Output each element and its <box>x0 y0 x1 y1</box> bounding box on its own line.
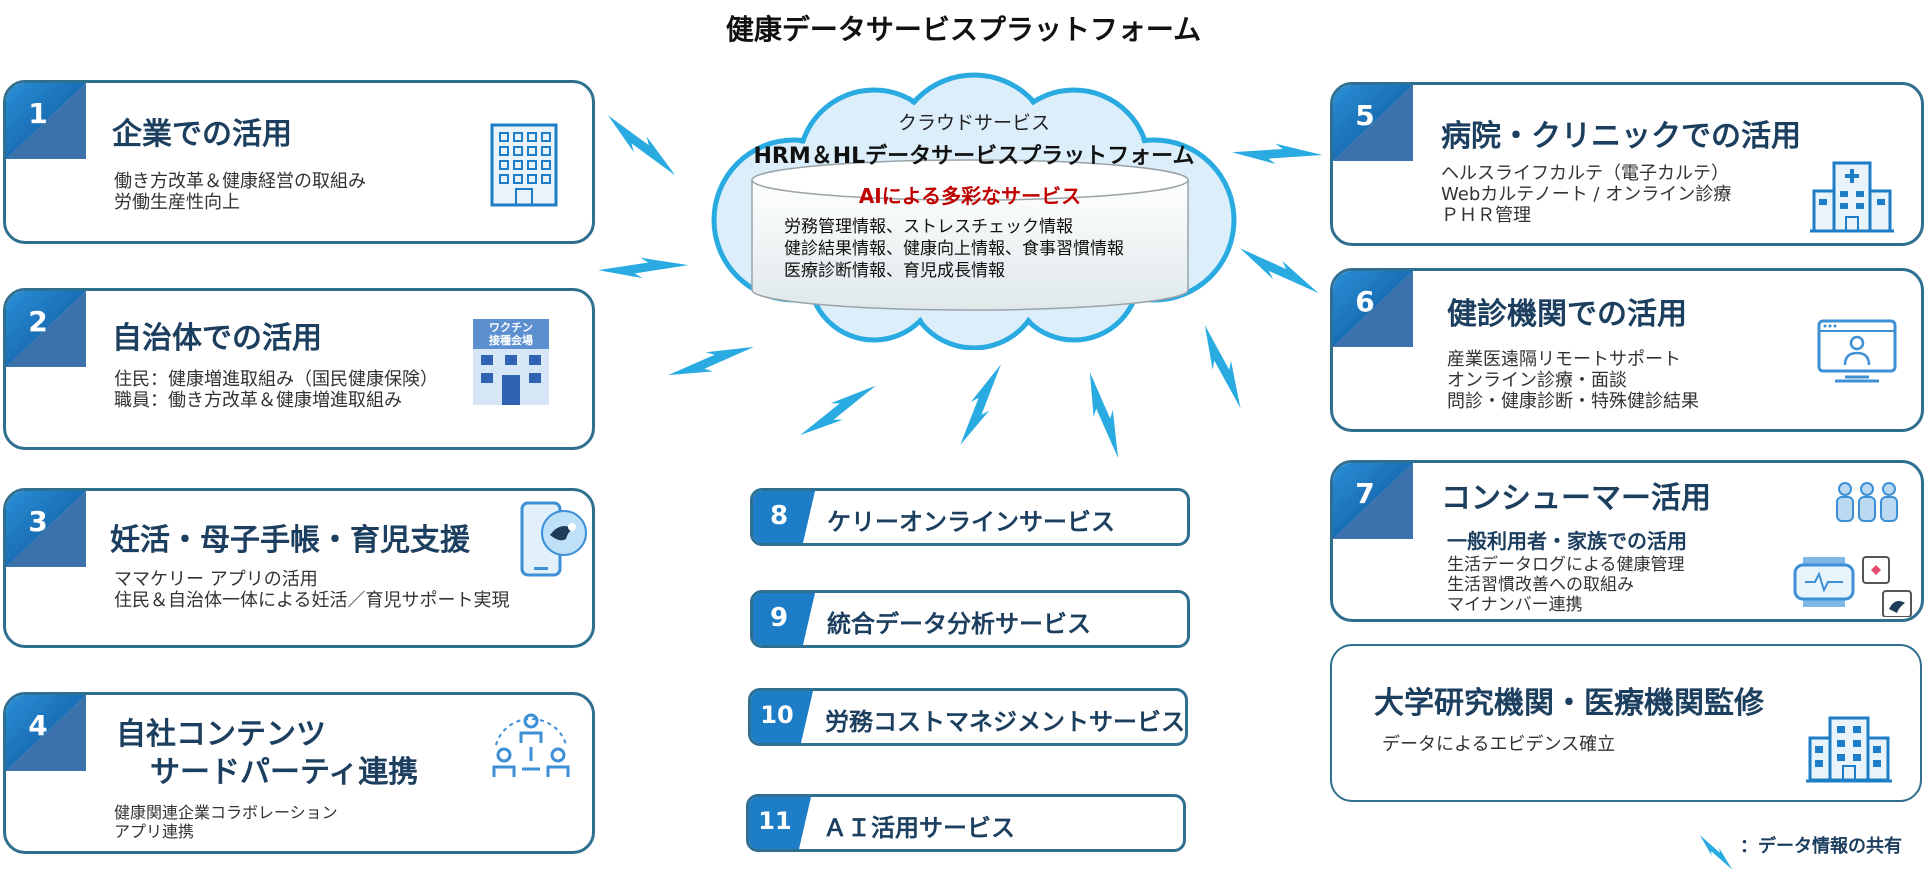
online-doctor-icon <box>1817 319 1897 383</box>
venue-sign-line: ワクチン <box>489 321 533 334</box>
lightning-bolt-icon <box>596 115 687 176</box>
card-title: サードパーティ連携 <box>150 755 419 790</box>
legend-label: ：データ情報の共有 <box>1740 836 1902 857</box>
service-number: 9 <box>769 603 789 633</box>
number-badge: 5 <box>1333 85 1413 161</box>
use-case-card-2: 2 自治体での活用 住民：健康増進取組み（国民健康保険）職員：働き方改革＆健康増… <box>3 288 595 450</box>
lightning-bolt-icon <box>960 361 1001 448</box>
lightning-bolt-icon <box>1064 372 1144 459</box>
card-title: コンシューマー活用 <box>1441 481 1711 516</box>
cloud-label: クラウドサービス <box>897 112 1050 134</box>
lightning-bolt-icon <box>598 234 689 301</box>
cloud-platform: クラウドサービス HRM＆HLデータサービスプラットフォーム AIによる多彩なサ… <box>674 70 1274 351</box>
use-case-card-6: 6 健診機関での活用 産業医遠隔リモートサポートオンライン診療・面談問診・健康診… <box>1330 268 1924 432</box>
lightning-bolt-icon <box>1232 123 1323 184</box>
card-title: 自社コンテンツ <box>116 717 326 752</box>
card-description: 働き方改革＆健康経営の取組み労働生産性向上 <box>114 171 366 213</box>
number-badge: 1 <box>6 83 86 159</box>
venue-sign-line: 接種会場 <box>489 334 533 347</box>
service-number: 11 <box>758 807 792 835</box>
use-case-card-4: 4 自社コンテンツ サードパーティ連携 健康関連企業コラボレーションアプリ連携 <box>3 692 595 854</box>
people-network-icon <box>492 713 570 777</box>
cloud-info-line: 労務管理情報、ストレスチェック情報 <box>784 217 1073 237</box>
smartphone-stork-icon <box>520 501 587 577</box>
card-description: 生活データログによる健康管理生活習慣改善への取組みマイナンバー連携 <box>1447 555 1685 615</box>
office-building-icon <box>490 123 558 207</box>
service-label: ケリーオンラインサービス <box>827 508 1115 536</box>
lightning-bolt-icon <box>1692 835 1740 870</box>
service-number: 8 <box>769 501 789 531</box>
card-description: ママケリー アプリの活用住民＆自治体一体による妊活／育児サポート実現 <box>114 569 510 611</box>
card-description: 住民：健康増進取組み（国民健康保険）職員：働き方改革＆健康増進取組み <box>114 369 438 411</box>
cloud-info-line: 健診結果情報、健康向上情報、食事習慣情報 <box>784 239 1124 259</box>
number-badge: 3 <box>6 491 86 567</box>
service-item-8: 8 ケリーオンラインサービス <box>750 488 1190 546</box>
page-title: 健康データサービスプラットフォーム <box>725 13 1202 46</box>
card-description: データによるエビデンス確立 <box>1382 734 1616 755</box>
service-label: 労務コストマネジメントサービス <box>825 708 1185 736</box>
use-case-card-3: 3 妊活・母子手帳・育児支援 ママケリー アプリの活用住民＆自治体一体による妊活… <box>3 488 595 648</box>
service-label: ＡＩ活用サービス <box>823 814 1015 842</box>
card-description: 産業医遠隔リモートサポートオンライン診療・面談問診・健康診断・特殊健診結果 <box>1447 349 1699 412</box>
service-list: 8 ケリーオンラインサービス 9 統合データ分析サービス 10 労務コストマネジ… <box>746 488 1195 858</box>
number-badge: 4 <box>6 695 86 771</box>
card-description: 健康関連企業コラボレーションアプリ連携 <box>114 803 338 841</box>
card-title: 自治体での活用 <box>112 321 322 356</box>
number-badge: 7 <box>1333 463 1413 539</box>
service-item-10: 10 労務コストマネジメントサービス <box>748 688 1188 746</box>
lightning-bolt-icon <box>1181 325 1265 409</box>
number-badge: 2 <box>6 291 86 367</box>
service-label: 統合データ分析サービス <box>827 610 1091 638</box>
family-smartwatch-icon <box>1793 482 1912 617</box>
lightning-bolt-icon <box>668 321 755 401</box>
card-title: 健診機関での活用 <box>1447 297 1687 332</box>
service-item-11: 11 ＡＩ活用サービス <box>746 794 1186 852</box>
cloud-shape <box>711 72 1237 351</box>
cloud-platform-name: HRM＆HLデータサービスプラットフォーム <box>753 144 1195 169</box>
ai-services-title: AIによる多彩なサービス <box>858 184 1082 208</box>
cloud-info-line: 医療診断情報、育児成長情報 <box>784 261 1005 281</box>
supervision-card: 大学研究機関・医療機関監修 データによるエビデンス確立 <box>1330 644 1922 802</box>
university-building-icon <box>1806 716 1892 783</box>
lightning-bolt-icon <box>800 366 876 455</box>
use-case-card-5: 5 病院・クリニックでの活用 ヘルスライフカルテ（電子カルテ）Webカルテノート… <box>1330 82 1924 246</box>
service-number: 10 <box>760 701 794 729</box>
card-title: 妊活・母子手帳・育児支援 <box>110 523 470 558</box>
card-subtitle: 一般利用者・家族での活用 <box>1447 529 1687 553</box>
vaccination-venue-icon: ワクチン 接種会場 <box>473 319 549 405</box>
lightning-bolt-icon <box>1235 248 1324 294</box>
hospital-icon <box>1810 161 1894 233</box>
use-case-card-1: 1 企業での活用 働き方改革＆健康経営の取組み労働生産性向上 <box>3 80 595 244</box>
card-title: 病院・クリニックでの活用 <box>1441 119 1801 154</box>
use-case-card-7: 7 コンシューマー活用 一般利用者・家族での活用 生活データログによる健康管理生… <box>1330 460 1924 622</box>
card-title: 企業での活用 <box>112 117 292 152</box>
number-badge: 6 <box>1333 271 1413 347</box>
service-item-9: 9 統合データ分析サービス <box>750 590 1190 648</box>
card-title: 大学研究機関・医療機関監修 <box>1374 686 1764 721</box>
